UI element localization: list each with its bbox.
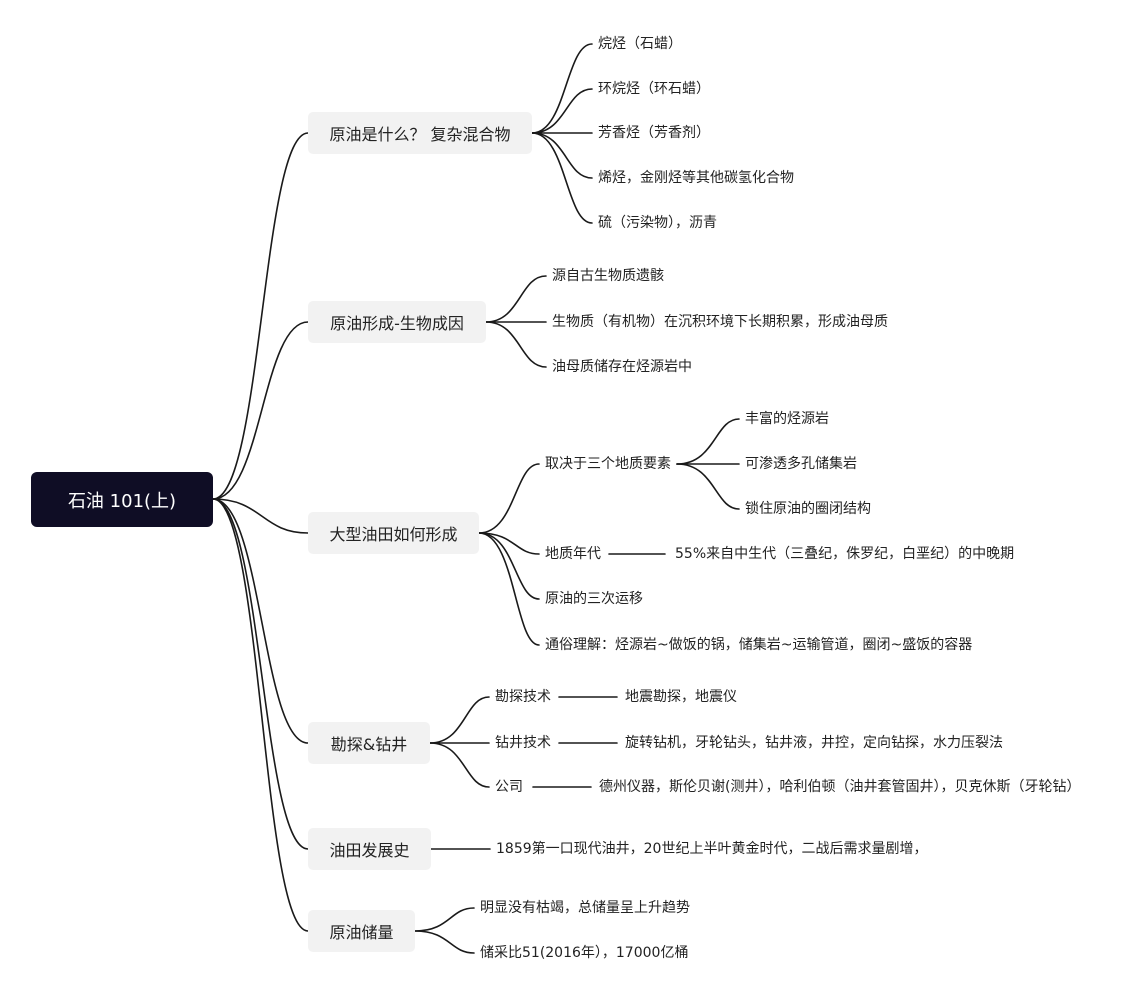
subbranch-geologic-factors[interactable]: 取决于三个地质要素 xyxy=(545,456,671,472)
branch-exploration-drilling[interactable]: 勘探&钻井 xyxy=(308,722,430,764)
leaf-seismic[interactable]: 地震勘探，地震仪 xyxy=(625,689,737,705)
branch-oilfield-formation[interactable]: 大型油田如何形成 xyxy=(308,512,479,554)
leaf-alkanes[interactable]: 烷烃（石蜡） xyxy=(598,36,682,52)
leaf-cycloalkanes[interactable]: 环烷烃（环石蜡） xyxy=(598,81,710,97)
branch-crude-reserves[interactable]: 原油储量 xyxy=(308,910,415,952)
subbranch-drilling-tech[interactable]: 钻井技术 xyxy=(495,735,551,751)
leaf-trap-structure[interactable]: 锁住原油的圈闭结构 xyxy=(745,501,871,517)
subbranch-companies[interactable]: 公司 xyxy=(495,779,523,795)
leaf-reservoir-rock[interactable]: 可渗透多孔储集岩 xyxy=(745,456,857,472)
leaf-reserves-trend[interactable]: 明显没有枯竭，总储量呈上升趋势 xyxy=(480,900,690,916)
branch-oilfield-history[interactable]: 油田发展史 xyxy=(308,828,431,870)
link-root-b5 xyxy=(212,498,309,932)
subbranch-migration[interactable]: 原油的三次运移 xyxy=(545,591,643,607)
leaf-kerogen-formation[interactable]: 生物质（有机物）在沉积环境下长期积累，形成油母质 xyxy=(552,314,888,330)
leaf-mesozoic[interactable]: 55%来自中生代（三叠纪，侏罗纪，白垩纪）的中晚期 xyxy=(675,546,1015,562)
leaf-drilling-methods[interactable]: 旋转钻机，牙轮钻头，钻井液，井控，定向钻探，水力压裂法 xyxy=(625,735,1003,751)
link-root-b3 xyxy=(212,498,309,744)
leaf-sulfur-asphalt[interactable]: 硫（污染物），沥青 xyxy=(598,215,717,231)
subbranch-exploration-tech[interactable]: 勘探技术 xyxy=(495,689,551,705)
leaf-source-rock[interactable]: 丰富的烃源岩 xyxy=(745,411,829,427)
link-root-b1 xyxy=(212,321,309,500)
leaf-alkenes[interactable]: 烯烃，金刚烃等其他碳氢化合物 xyxy=(598,170,794,186)
root-node[interactable]: 石油 101(上) xyxy=(31,472,213,527)
branch-crude-composition[interactable]: 原油是什么？ 复杂混合物 xyxy=(308,112,532,154)
subbranch-analogy[interactable]: 通俗理解：烃源岩~做饭的锅，储集岩~运输管道，圈闭~盛饭的容器 xyxy=(545,637,973,653)
subbranch-geologic-age[interactable]: 地质年代 xyxy=(545,546,601,562)
leaf-company-list[interactable]: 德州仪器，斯伦贝谢(测井），哈利伯顿（油井套管固井），贝克休斯（牙轮钻） xyxy=(599,779,1081,795)
leaf-kerogen-storage[interactable]: 油母质储存在烃源岩中 xyxy=(552,359,692,375)
leaf-history-summary[interactable]: 1859第一口现代油井，20世纪上半叶黄金时代，二战后需求量剧增， xyxy=(496,841,928,857)
link-root-b0 xyxy=(212,132,309,500)
leaf-ancient-biomass[interactable]: 源自古生物质遗骸 xyxy=(552,268,664,284)
link-root-b2 xyxy=(212,498,309,534)
leaf-reserve-ratio[interactable]: 储采比51(2016年），17000亿桶 xyxy=(480,945,689,961)
branch-crude-formation[interactable]: 原油形成-生物成因 xyxy=(308,301,486,343)
leaf-aromatics[interactable]: 芳香烃（芳香剂） xyxy=(598,125,710,141)
link-root-b4 xyxy=(212,498,309,850)
